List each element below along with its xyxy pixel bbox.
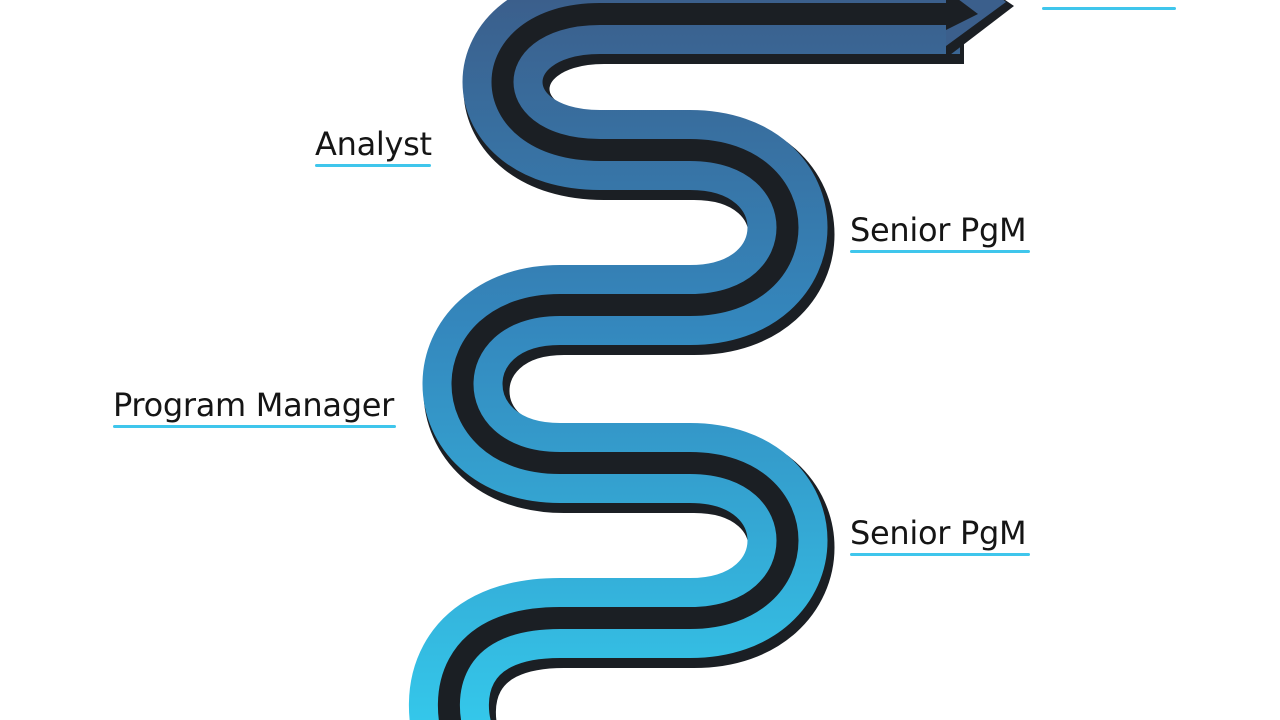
milestone-label-program-manager: Program Manager: [113, 386, 394, 424]
road-arrowhead-stripe: [946, 0, 978, 30]
milestone-underline-program-manager: [113, 425, 396, 428]
milestone-underline-top: [1042, 7, 1176, 10]
milestone-underline-senior-pgm-2: [850, 553, 1030, 556]
milestone-label-senior-pgm-1: Senior PgM: [850, 211, 1027, 249]
milestone-label-analyst: Analyst: [315, 125, 432, 163]
milestone-underline-senior-pgm-1: [850, 250, 1030, 253]
milestone-label-senior-pgm-2: Senior PgM: [850, 514, 1027, 552]
milestone-underline-analyst: [315, 164, 431, 167]
road-center-stripe: [437, 3, 960, 720]
